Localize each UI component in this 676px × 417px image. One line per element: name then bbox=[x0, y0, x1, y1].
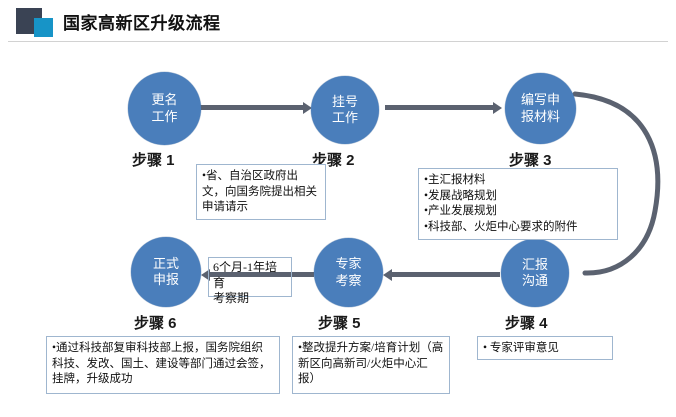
period-label-line1: 6个月-1年培育 bbox=[213, 260, 277, 290]
node-step2[interactable]: 挂号 工作 bbox=[311, 76, 379, 144]
flowchart-canvas: 更名 工作 步骤 1 挂号 工作 步骤 2 编写申 报材料 步骤 3 正式 申报… bbox=[0, 46, 676, 417]
step-label-1: 步骤 1 bbox=[132, 152, 175, 169]
node-step4[interactable]: 汇报 沟通 bbox=[501, 239, 569, 307]
node-step1-line2: 工作 bbox=[151, 108, 178, 124]
node-step4-line2: 沟通 bbox=[521, 273, 548, 288]
node-step4-line1: 汇报 bbox=[521, 256, 548, 272]
page-header: 国家高新区升级流程 bbox=[0, 0, 676, 46]
connector-step2-to-step3 bbox=[385, 105, 495, 110]
callout-step6: •通过科技部复审科技部上报，国务院组织科技、发改、国土、建设等部门通过会签，挂牌… bbox=[46, 336, 280, 394]
callout-step4-item-0: • 专家评审意见 bbox=[483, 342, 559, 354]
callout-step3-item-0: •主汇报材料 bbox=[424, 174, 486, 186]
callout-step3-item-1: •发展战略规划 bbox=[424, 189, 498, 202]
callout-step1: •省、自治区政府出文，向国务院提出相关申请请示 bbox=[196, 164, 326, 220]
step-label-6: 步骤 6 bbox=[134, 315, 177, 332]
connector-step5-to-step6 bbox=[208, 272, 314, 277]
page-title: 国家高新区升级流程 bbox=[63, 14, 221, 33]
arrowhead-step5-to-step6-icon bbox=[201, 268, 210, 281]
node-step1-line1: 更名 bbox=[151, 92, 178, 108]
arrowhead-step1-to-step2-icon bbox=[303, 101, 312, 114]
arrowhead-step2-to-step3-icon bbox=[493, 101, 502, 114]
step-label-4: 步骤 4 bbox=[505, 315, 548, 332]
callout-step5: •整改提升方案/培育计划（高新区向高新司/火炬中心汇报） bbox=[292, 336, 450, 394]
node-step1[interactable]: 更名 工作 bbox=[128, 72, 201, 145]
callout-step3-item-2: •产业发展规划 bbox=[424, 205, 498, 218]
node-step6[interactable]: 正式 申报 bbox=[131, 237, 201, 307]
connector-step3-to-step4-arc bbox=[572, 91, 661, 276]
node-step5-line1: 专家 bbox=[335, 256, 362, 272]
callout-step6-item-0: •通过科技部复审科技部上报，国务院组织科技、发改、国土、建设等部门通过会签，挂牌… bbox=[52, 342, 271, 386]
connector-step1-to-step2 bbox=[200, 105, 305, 110]
period-label-line2: 考察期 bbox=[213, 291, 250, 306]
step-label-5: 步骤 5 bbox=[318, 315, 361, 332]
header-divider bbox=[8, 41, 668, 42]
node-step6-line2: 申报 bbox=[152, 272, 179, 287]
node-step6-line1: 正式 bbox=[152, 255, 179, 271]
node-step3[interactable]: 编写申 报材料 bbox=[505, 73, 576, 144]
period-label-box: 6个月-1年培育 考察期 bbox=[208, 257, 292, 305]
logo-square-light-icon bbox=[34, 18, 53, 37]
node-step2-line2: 工作 bbox=[331, 110, 358, 125]
node-step2-line1: 挂号 bbox=[331, 93, 358, 109]
callout-step1-item-0: •省、自治区政府出文，向国务院提出相关申请请示 bbox=[202, 170, 317, 214]
node-step5[interactable]: 专家 考察 bbox=[314, 238, 383, 307]
connector-step4-to-step5 bbox=[390, 272, 500, 277]
node-step3-line1: 编写申 bbox=[520, 92, 560, 108]
callout-step3: •主汇报材料 •发展战略规划 •产业发展规划 •科技部、火炬中心要求的附件 bbox=[418, 168, 618, 240]
step-label-3: 步骤 3 bbox=[509, 152, 552, 169]
callout-step4: • 专家评审意见 bbox=[477, 336, 613, 360]
node-step3-line2: 报材料 bbox=[520, 108, 560, 124]
arrowhead-step4-to-step5-icon bbox=[383, 268, 392, 281]
callout-step3-item-3: •科技部、火炬中心要求的附件 bbox=[424, 220, 578, 233]
node-step5-line2: 考察 bbox=[335, 272, 362, 288]
callout-step5-item-0: •整改提升方案/培育计划（高新区向高新司/火炬中心汇报） bbox=[298, 342, 444, 386]
